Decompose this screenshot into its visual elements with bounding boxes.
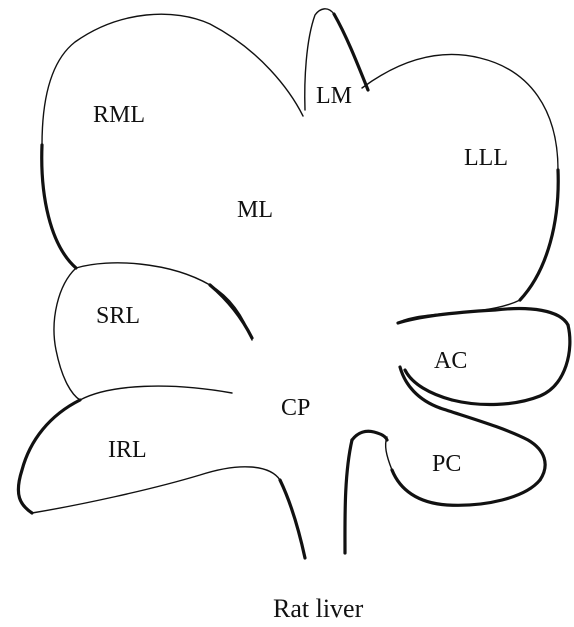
posterior-caudate-outline	[386, 408, 545, 505]
irl-left-edge	[18, 400, 80, 513]
srl-inner-edge	[210, 285, 252, 338]
irl-right-edge	[280, 480, 305, 558]
superior-right-lobe-outline	[54, 263, 252, 400]
median-lobe-top-outline	[42, 14, 303, 145]
anterior-caudate-outline	[398, 309, 570, 408]
irl-top-edge	[80, 386, 232, 400]
pc-left-edge	[386, 437, 392, 470]
median-lobe-right-edge	[42, 145, 76, 268]
label-ml: ML	[237, 197, 273, 223]
pc-bottom-edge	[392, 470, 540, 505]
label-lll: LLL	[464, 145, 508, 171]
irl-bottom-edge	[32, 467, 280, 513]
lm-right-edge	[334, 14, 368, 90]
srl-left-edge	[54, 268, 80, 400]
ac-bottom-edge	[405, 370, 452, 400]
label-lm: LM	[316, 83, 352, 109]
label-rml: RML	[93, 102, 145, 128]
ac-top-edge	[398, 309, 568, 325]
left-lateral-lobe-top-outline	[362, 55, 558, 170]
label-ac: AC	[434, 348, 467, 374]
label-srl: SRL	[96, 303, 140, 329]
label-pc: PC	[432, 451, 461, 477]
diagram-caption: Rat liver	[273, 594, 364, 623]
hilum-top-edge	[352, 431, 387, 440]
label-irl: IRL	[108, 437, 147, 463]
ac-right-edge	[452, 325, 570, 405]
hilum-stub-outline	[345, 431, 387, 553]
inferior-right-lobe-outline	[18, 386, 305, 558]
hilum-left-edge	[345, 440, 352, 553]
label-cp: CP	[281, 395, 310, 421]
left-lateral-lobe-right-edge	[520, 170, 558, 300]
